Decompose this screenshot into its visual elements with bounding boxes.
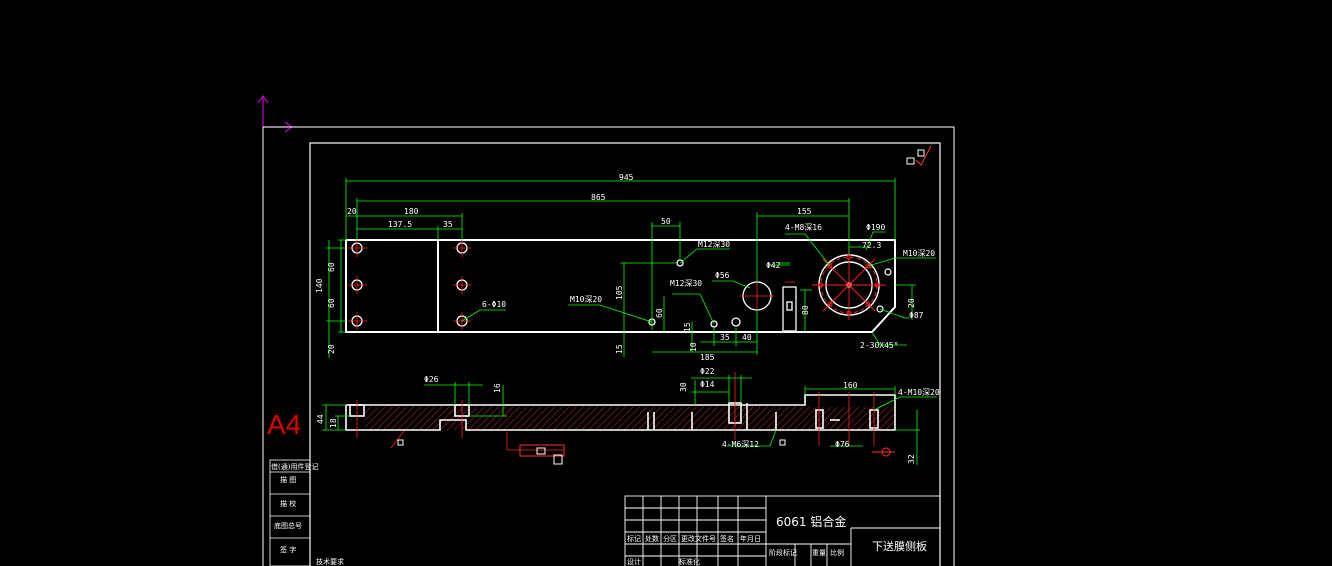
dim-20-top: 20 <box>347 207 357 216</box>
dim-m10-depth20-right: M10深20 <box>903 249 935 258</box>
dim-160: 160 <box>843 381 858 390</box>
part-name-text: 下送膜侧板 <box>872 539 927 553</box>
dim-72-3: 72.3 <box>862 241 881 250</box>
label-borrowed-register: 借(通)用件登记 <box>271 462 318 471</box>
dim-60-c: 60 <box>655 308 664 318</box>
dim-phi42: Φ42 <box>766 261 781 270</box>
material-text: 6061 铝合金 <box>776 514 846 529</box>
row-scale: 比例 <box>830 548 844 557</box>
col-change-doc: 更改文件号 <box>681 534 716 543</box>
dim-m12-depth30-b: M12深30 <box>670 279 702 288</box>
row-design: 设计 <box>627 557 641 566</box>
dim-phi14: Φ14 <box>700 380 715 389</box>
roughness-symbol <box>906 145 932 166</box>
section-hatch <box>365 407 895 430</box>
dim-30: 30 <box>679 382 688 392</box>
dim-185: 185 <box>700 353 715 362</box>
dim-32: 32 <box>907 454 916 464</box>
dim-865: 865 <box>591 193 606 202</box>
row-stage-mark: 阶段标记 <box>769 548 797 557</box>
left-mounting-holes <box>351 242 468 327</box>
dim-phi190: Φ190 <box>866 223 885 232</box>
dim-phi56: Φ56 <box>715 271 730 280</box>
flange-bolt-circle <box>812 250 886 320</box>
dim-4-m6-depth12: 4-M6深12 <box>722 440 759 449</box>
dim-155: 155 <box>797 207 812 216</box>
middle-centerlines <box>740 279 795 313</box>
plan-view-outline <box>345 239 896 333</box>
row-weight: 重量 <box>812 549 826 557</box>
left-info-labels: 借(通)用件登记 描 图 描 校 底图总号 签 字 <box>271 462 318 554</box>
dim-6-phi10: 6-Φ10 <box>482 300 506 309</box>
plan-dimension-lines <box>326 178 916 358</box>
dim-18: 18 <box>329 418 338 428</box>
technical-requirements-note: 技术要求 <box>316 557 344 566</box>
dim-10: 10 <box>689 342 698 352</box>
col-mark: 标记 <box>627 534 641 543</box>
outer-frame <box>262 126 955 566</box>
dim-35: 35 <box>443 220 453 229</box>
dim-15-b: 15 <box>683 322 692 332</box>
title-block-row2: 设计 标准化 阶段标记 重量 比例 <box>627 548 844 566</box>
dim-180: 180 <box>404 207 419 216</box>
dim-60-a: 60 <box>327 262 336 272</box>
plan-leaders <box>461 231 936 346</box>
dim-4-m8-depth16: 4-M8深16 <box>785 223 822 232</box>
label-tracing-check: 描 校 <box>280 499 296 508</box>
dim-phi76: Φ76 <box>835 440 850 449</box>
dim-phi22: Φ22 <box>700 367 715 376</box>
dim-phi87: Φ87 <box>909 311 924 320</box>
dim-15-a: 15 <box>615 344 624 354</box>
label-signature: 签 字 <box>280 545 296 554</box>
label-base-number: 底图总号 <box>274 521 302 530</box>
left-info-column <box>269 459 311 566</box>
dim-140: 140 <box>315 278 324 293</box>
title-block-header-row: 标记 处数 分区 更改文件号 签名 年月日 <box>627 534 761 543</box>
dim-44: 44 <box>316 414 325 424</box>
sheet-size-label: A4 <box>267 409 301 440</box>
dim-945: 945 <box>619 173 634 182</box>
dim-4-m10-depth20: 4-M10深20 <box>898 388 940 397</box>
dim-137-5: 137.5 <box>388 220 412 229</box>
label-tracing: 描 图 <box>280 475 296 484</box>
inner-frame <box>309 142 941 566</box>
dimension-texts: 945 865 20 180 137.5 35 50 155 Φ190 72.3… <box>315 173 940 464</box>
section-symbols <box>397 439 895 465</box>
dim-50: 50 <box>661 217 671 226</box>
col-date: 年月日 <box>740 534 761 543</box>
dim-16: 16 <box>493 383 502 393</box>
dim-80: 80 <box>801 305 810 315</box>
dim-phi26: Φ26 <box>424 375 439 384</box>
dim-chamfer: 2-30X45° <box>860 341 899 350</box>
col-zone: 分区 <box>663 534 677 543</box>
title-block-grid <box>624 495 941 566</box>
dim-20-bottom: 20 <box>327 344 336 354</box>
col-count: 处数 <box>645 534 659 543</box>
row-standardization: 标准化 <box>679 557 700 566</box>
dim-40: 40 <box>742 333 752 342</box>
dim-60-b: 60 <box>327 298 336 308</box>
dim-m12-depth30-a: M12深30 <box>698 240 730 249</box>
right-small-holes <box>876 268 892 313</box>
dim-35-b: 35 <box>720 333 730 342</box>
dim-105: 105 <box>615 285 624 300</box>
dim-m10-depth20-left: M10深20 <box>570 295 602 304</box>
section-dimension-lines <box>322 375 937 465</box>
hole-centerlines <box>348 239 471 330</box>
col-sign: 签名 <box>720 534 734 543</box>
dim-20-right: 20 <box>907 298 916 308</box>
